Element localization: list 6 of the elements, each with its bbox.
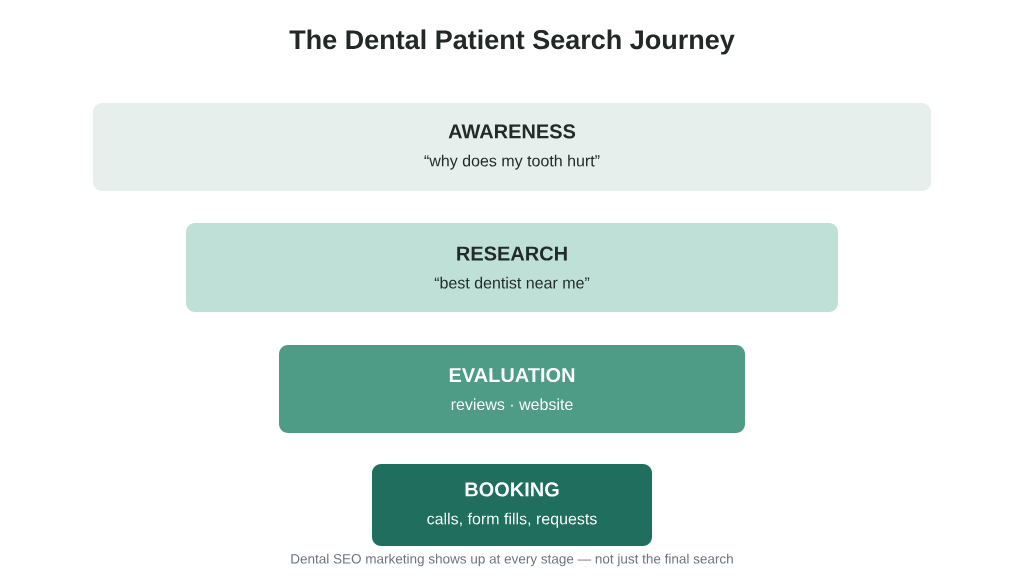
stage-box: AWARENESS “why does my tooth hurt” bbox=[93, 103, 931, 191]
title: The Dental Patient Search Journey bbox=[289, 29, 735, 55]
stage-box: BOOKING calls, form fills, requests bbox=[372, 464, 652, 546]
stage-box: EVALUATION reviews · website bbox=[279, 345, 745, 433]
stage-box: RESEARCH “best dentist near me” bbox=[186, 223, 838, 312]
caption: Dental SEO marketing shows up at every stage — not just the final search bbox=[291, 553, 733, 567]
